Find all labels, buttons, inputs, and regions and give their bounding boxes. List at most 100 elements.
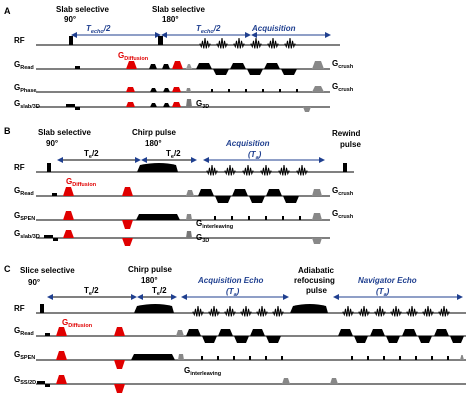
panel-c-blip-5 [281, 356, 283, 360]
panel-b-blip-3 [265, 216, 267, 220]
panel-b-readout-pos-0 [198, 189, 214, 196]
panel-a-slab-rewind [303, 107, 311, 112]
panel-a-blip-2 [245, 89, 247, 92]
panel-a-phase-blips [211, 89, 298, 92]
panel-b-diffusion-read1 [63, 187, 74, 196]
panel-a-rf-90-pulse [69, 36, 73, 45]
panel-c-nav-blip-1 [367, 356, 369, 360]
panel-b-diffusion-read2 [122, 187, 133, 196]
panel-c-te1-label: Te/2 [84, 286, 99, 297]
panel-a-echo-4 [267, 37, 279, 49]
panel-c-letter: C [4, 264, 11, 274]
panel-c-nav-blip-5 [431, 356, 433, 360]
panel-b-spen-blips [214, 216, 301, 220]
panel-b-acq2-label: (Ta) [248, 150, 262, 161]
panel-c-nav-readout-neg-3 [450, 336, 464, 343]
panel-a-phase-prephase [186, 88, 191, 92]
panel-b-rewind2-label: pulse [340, 140, 361, 149]
panel-c-ss-label: GSS/2D [14, 375, 36, 386]
panel-c-diffusion-read1 [56, 327, 67, 336]
panel-c-navigator-readout-train [338, 329, 464, 343]
panel-a-slab1-label: Slab selective [56, 5, 109, 14]
panel-c-readout-pos-0 [186, 329, 201, 336]
panel-c-echo-train [192, 305, 284, 317]
panel-b-slab-rephase [53, 238, 58, 241]
panel-a-read-prephaser [75, 66, 80, 69]
panel-b-readout-pos-2 [266, 189, 282, 196]
panel-a-3d-encode [186, 99, 192, 107]
panel-c-deg2-label: 180° [141, 276, 158, 285]
panel-c-readout-neg-2 [266, 336, 281, 343]
panel-b: B Slab selective 90° Chirp pulse 180° Re… [4, 126, 361, 246]
panel-b-blip-5 [299, 216, 301, 220]
panel-a-te2-label: Techo/2 [196, 24, 221, 35]
panel-c-ss-crusher-l [282, 378, 290, 384]
panel-b-rf-label: RF [14, 163, 25, 172]
panel-b-rewind1-label: Rewind [332, 129, 361, 138]
panel-b-readout-train [198, 189, 299, 203]
panel-c-nav-blip-2 [383, 356, 385, 360]
panel-a-deg2-label: 180° [162, 15, 179, 24]
panel-c-chirp-pulse [134, 304, 174, 313]
panel-c-nav-readout-neg-0 [354, 336, 368, 343]
panel-c-acq2-label: (Ta) [226, 287, 240, 298]
panel-a-diffusion-label: GDiffusion [118, 51, 149, 62]
panel-c-blip-3 [249, 356, 251, 360]
panel-b-readout-pos-1 [232, 189, 248, 196]
panel-b-g3d-label: G3D [196, 233, 209, 244]
panel-c-nav-readout-pos-3 [434, 329, 449, 336]
panel-a-rf-180-pulse [158, 36, 163, 45]
panel-c-echo-3 [240, 305, 252, 317]
panel-c-nav-readout-pos-1 [370, 329, 385, 336]
panel-c-echo-4 [256, 305, 268, 317]
panel-b-echo-1 [224, 164, 236, 176]
panel-c-nav-spen-crush [460, 355, 464, 360]
panel-b-echo-5 [296, 164, 308, 176]
panel-a-phase-crush [312, 86, 324, 92]
panel-b-read-prephaser [52, 193, 57, 196]
panel-b-diffusion-label: GDiffusion [66, 177, 97, 188]
panel-a-diffusion-lobe1 [126, 61, 137, 69]
panel-a-readout-neg-2 [281, 69, 297, 75]
panel-c-spen-encode [131, 354, 175, 360]
panel-c-interleaving-label: Ginterleaving [184, 366, 221, 377]
panel-b-read-crush [312, 189, 322, 196]
panel-c-echo-0 [192, 305, 204, 317]
panel-a-diffusion-lobe2 [172, 61, 183, 69]
panel-a-blip-5 [296, 89, 298, 92]
panel-c-deg1-label: 90° [28, 278, 40, 287]
panel-c-spen-blips [201, 356, 283, 360]
panel-b-spen-encode [136, 214, 180, 220]
panel-b-diffusion-spen2 [122, 220, 133, 229]
panel-b-diffusion-slab2 [122, 238, 133, 246]
panel-a-blip-0 [211, 89, 213, 92]
panel-a-deg1-label: 90° [64, 15, 76, 24]
panel-b-echo-3 [260, 164, 272, 176]
panel-a-rf-label: RF [14, 36, 25, 45]
panel-a-readout-pre [186, 64, 192, 69]
panel-c-nav2-label: (Ta) [376, 287, 390, 298]
panel-a: A Slab selective 90° Slab selective 180°… [4, 5, 354, 112]
panel-c-adiabatic-pulse [290, 304, 328, 313]
panel-c-nav-echo-2 [374, 305, 386, 317]
panel-a-slab-diffusion2 [172, 102, 181, 107]
panel-a-echo-1 [216, 37, 228, 49]
panel-b-slab1-label: Slab selective [38, 128, 91, 137]
panel-c-nav-label: Navigator Echo [358, 276, 417, 285]
panel-a-slab-select [66, 104, 75, 107]
panel-c-nav-echo-0 [342, 305, 354, 317]
panel-a-echo-train [199, 37, 296, 49]
panel-c-blip-0 [201, 356, 203, 360]
panel-b-rf-90-pulse [47, 163, 51, 172]
panel-c-nav-blip-6 [447, 356, 449, 360]
panel-b-slab-rewind [312, 238, 322, 244]
panel-a-readout-train [186, 63, 297, 75]
panel-c-read-dephase [176, 330, 184, 336]
panel-a-phase-crusher-r [163, 88, 170, 92]
panel-c-readout-train [186, 329, 281, 343]
panel-c-navigator-spen-blips [351, 355, 464, 360]
panel-a-read-label: GRead [14, 60, 34, 71]
panel-b-readout-neg-0 [215, 196, 231, 203]
panel-c-blip-2 [233, 356, 235, 360]
